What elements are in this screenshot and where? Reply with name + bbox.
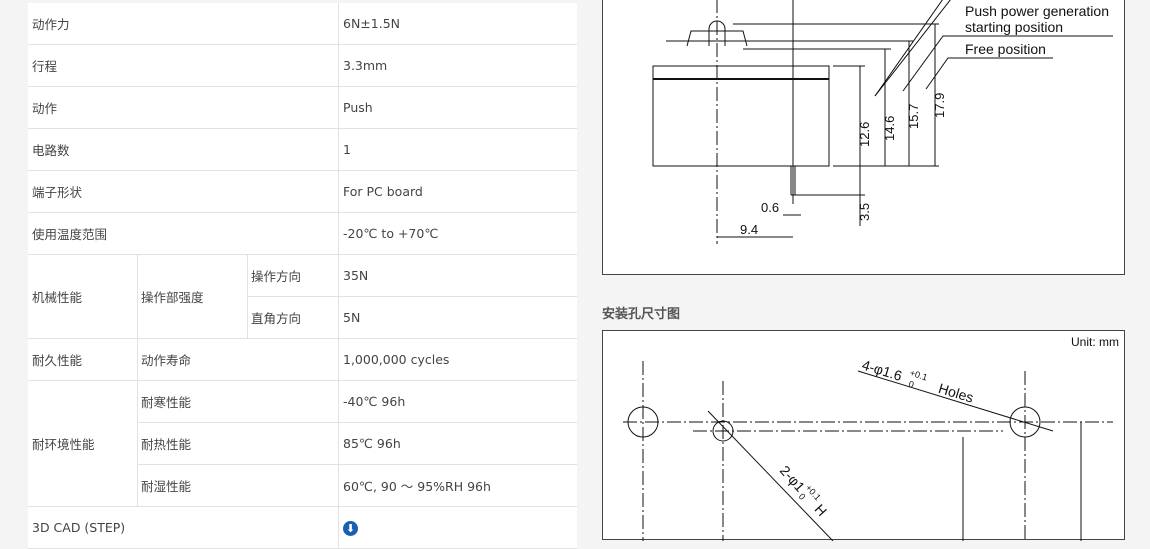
mounting-hole-heading: 安装孔尺寸图 [602, 307, 681, 322]
spec-sublabel: 动作寿命 [141, 353, 192, 368]
spec-label: 耐环境性能 [32, 437, 95, 452]
table-cell: 耐热性能 [137, 423, 338, 465]
spec-value: -40℃ 96h [343, 394, 406, 409]
tolerance2-zero: 0 [797, 491, 808, 501]
spec-sublabel: 耐寒性能 [141, 395, 192, 410]
table-cell: 操作方向 [247, 255, 338, 297]
spec-label: 动作 [32, 101, 58, 116]
table-cell: 1,000,000 cycles [338, 339, 577, 381]
spec-value: 5N [343, 310, 361, 325]
dim-14-6: 14.6 [882, 116, 897, 141]
mounting-hole-drawing: Unit: mm 4-φ1.6 +0.1 0 Holes 2-φ1 +0.1 0… [602, 330, 1125, 542]
spec-label: 使用温度范围 [32, 227, 108, 242]
holes-spec: 4-φ1.6 [860, 357, 904, 384]
spec-value: For PC board [343, 184, 423, 199]
dimension-drawing: Push power generation starting position … [602, 0, 1125, 275]
table-cell: 35N [338, 255, 577, 297]
switch-dimension-diagram: Push power generation starting position … [652, 0, 1113, 244]
table-cell: 动作寿命 [137, 339, 338, 381]
spec-label: 端子形状 [32, 185, 83, 200]
table-cell: 操作部强度 [137, 255, 247, 339]
mounting-hole-diagram: Unit: mm 4-φ1.6 +0.1 0 Holes 2-φ1 +0.1 0… [623, 335, 1119, 542]
spec-value: 1,000,000 cycles [343, 352, 450, 367]
spec-sublabel: 耐湿性能 [141, 479, 192, 494]
table-cell: Push [338, 87, 577, 129]
holes2-spec: 2-φ1 [777, 462, 809, 495]
spec-value: 1 [343, 142, 351, 157]
spec-table: 动作力 6N±1.5N 行程 3.3mm 动作 Push 电路数 1 端子形状 For PC bo… [28, 3, 577, 549]
spec-label: 机械性能 [32, 290, 83, 305]
cad-label: 3D CAD (STEP) [32, 520, 126, 535]
spec-sublabel: 耐热性能 [141, 437, 192, 452]
table-cell: 动作力 [28, 3, 338, 45]
spec-value: 6N±1.5N [343, 16, 401, 31]
table-cell: 1 [338, 129, 577, 171]
spec-value: 60℃, 90 ～ 95%RH 96h [343, 479, 491, 494]
label-free-position: Free position [965, 41, 1046, 57]
spec-label: 动作力 [32, 17, 70, 32]
table-cell: 电路数 [28, 129, 338, 171]
tolerance-zero: 0 [907, 379, 915, 390]
holes2-word: H [812, 501, 831, 519]
dim-9-4: 9.4 [740, 222, 758, 237]
table-cell: 6N±1.5N [338, 3, 577, 45]
table-cell: 3.3mm [338, 45, 577, 87]
spec-sublabel: 直角方向 [251, 311, 302, 326]
table-cell: 使用温度范围 [28, 213, 338, 255]
table-cell: 端子形状 [28, 171, 338, 213]
tolerance: +0.1 [909, 368, 929, 383]
divider [338, 3, 339, 549]
label-push-power: Push power generation [965, 3, 1109, 19]
dim-12-6: 12.6 [857, 122, 872, 147]
download-icon[interactable]: ⬇ [343, 521, 358, 536]
spec-label: 耐久性能 [32, 353, 83, 368]
spec-value: Push [343, 100, 373, 115]
dim-0-6: 0.6 [761, 200, 779, 215]
divider [247, 255, 248, 339]
spec-value: 35N [343, 268, 369, 283]
table-cell: 耐寒性能 [137, 381, 338, 423]
spec-value: 3.3mm [343, 58, 388, 73]
table-cell: 动作 [28, 87, 338, 129]
table-cell: 3D CAD (STEP) [28, 507, 338, 549]
table-cell: 直角方向 [247, 297, 338, 339]
spec-label: 行程 [32, 59, 58, 74]
unit-label: Unit: mm [1071, 335, 1119, 349]
table-cell: 85℃ 96h [338, 423, 577, 465]
holes-word: Holes [937, 380, 976, 406]
table-cell: -40℃ 96h [338, 381, 577, 423]
dim-17-9: 17.9 [932, 93, 947, 118]
table-cell: -20℃ to +70℃ [338, 213, 577, 255]
table-cell: 行程 [28, 45, 338, 87]
spec-sublabel: 操作部强度 [141, 290, 204, 305]
table-cell: ⬇ [338, 507, 577, 549]
table-cell: 耐环境性能 [28, 381, 137, 507]
table-cell: 机械性能 [28, 255, 137, 339]
table-cell: 60℃, 90 ～ 95%RH 96h [338, 465, 577, 507]
divider [137, 255, 138, 507]
table-cell: 5N [338, 297, 577, 339]
label-starting-position: starting position [965, 19, 1063, 35]
table-cell: For PC board [338, 171, 577, 213]
spec-value: 85℃ 96h [343, 436, 401, 451]
spec-label: 电路数 [32, 143, 70, 158]
table-cell: 耐久性能 [28, 339, 137, 381]
spec-sublabel: 操作方向 [251, 269, 302, 284]
spec-value: -20℃ to +70℃ [343, 226, 439, 241]
dim-15-7: 15.7 [906, 104, 921, 129]
table-cell: 耐湿性能 [137, 465, 338, 507]
dim-3-5: 3.5 [857, 203, 872, 221]
